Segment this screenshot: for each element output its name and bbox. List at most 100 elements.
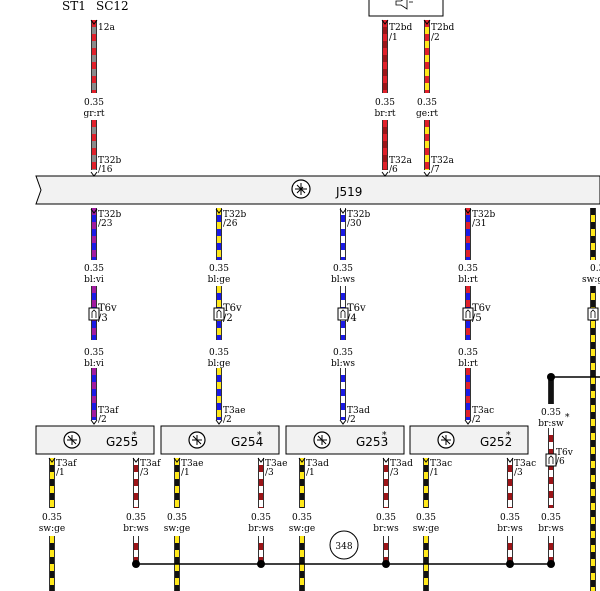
wire-gauge: 0.35 <box>84 264 104 274</box>
connector-label: T3af <box>56 459 77 469</box>
sensor-star: * <box>382 431 387 441</box>
wire-color-code: sw:ge <box>164 524 190 534</box>
connector-pin: /2 <box>223 415 232 425</box>
wire-color-code: br:rt <box>374 109 395 119</box>
wire-gauge: 0.35 <box>167 513 187 523</box>
connector-pin: /23 <box>98 219 113 229</box>
connector-pin: /3 <box>265 468 274 478</box>
wire-color-code: br:sw <box>538 419 564 429</box>
wire-color-code: sw:ge <box>289 524 315 534</box>
j519-unit[interactable]: J519 <box>35 175 600 205</box>
connector-label: T3ad <box>306 459 329 469</box>
connector-label: T32b <box>472 210 495 220</box>
wire-gauge: 0.35 <box>375 98 395 108</box>
connector-pin: /5 <box>472 313 482 324</box>
wire-color-code: bl:vi <box>84 359 104 369</box>
wire-gauge: 0.35 <box>292 513 312 523</box>
pin-arrow-icon <box>464 419 472 425</box>
wire-gauge: 0.35 <box>458 264 478 274</box>
wire-star: * <box>565 413 570 423</box>
connector-label: T32b <box>98 210 121 220</box>
wire-gauge: 0.35 <box>541 513 561 523</box>
wire-color-code: sw:ge <box>39 524 65 534</box>
wire-layer <box>49 20 596 591</box>
connector-pin: /26 <box>223 219 238 229</box>
top-pin-sub: /2 <box>431 33 440 43</box>
ecu-icon-mark <box>295 183 307 195</box>
pin-arrow-icon <box>381 19 389 25</box>
sensor-g253[interactable]: G253* <box>285 425 405 455</box>
wire-color-code: bl:ws <box>331 275 355 285</box>
j519-label: J519 <box>335 185 362 199</box>
connector-pin: /7 <box>431 165 440 175</box>
connector-pin: /3 <box>514 468 523 478</box>
connector-pin: /2 <box>98 415 107 425</box>
wire-color-code: ge:rt <box>416 109 438 119</box>
pin-arrow-icon <box>173 457 181 463</box>
pin-arrow-icon <box>339 208 347 214</box>
connector-pin: /3 <box>390 468 399 478</box>
connector-label: T3ad <box>347 406 370 416</box>
connector-icon <box>337 307 349 321</box>
wire-gauge: 0.35 <box>541 408 561 418</box>
connector-pin: /30 <box>347 219 362 229</box>
pin-arrow-icon <box>215 419 223 425</box>
connector-icon <box>587 307 599 321</box>
sc-label: SC12 <box>96 0 129 13</box>
sensor-star: * <box>257 431 262 441</box>
pin-arrow-icon <box>48 457 56 463</box>
connector-pin: /3 <box>140 468 149 478</box>
connector-label: T3ad <box>390 459 413 469</box>
connector-icon <box>462 307 474 321</box>
wire-color-code: gr:rt <box>83 109 104 119</box>
wire-color-code: br:ws <box>497 524 523 534</box>
wire-gauge: 0.35 <box>84 98 104 108</box>
wire-color-code: br:ws <box>123 524 149 534</box>
wire-gauge: 0.35 <box>209 264 229 274</box>
pin-arrow-icon <box>90 171 98 177</box>
speaker-icon <box>368 0 444 17</box>
connector-label: T32b <box>98 156 121 166</box>
wire-color-code: br:ws <box>373 524 399 534</box>
sensor-g252[interactable]: G252* <box>409 425 529 455</box>
connector-label: T3ae <box>265 459 287 469</box>
sensor-name: G255 <box>106 435 138 449</box>
wire-gauge: 0.35 <box>251 513 271 523</box>
connector-label: T3af <box>98 406 119 416</box>
pin-arrow-icon <box>423 171 431 177</box>
wire-gauge: 0.35 <box>376 513 396 523</box>
connector-label: T32b <box>347 210 370 220</box>
wire-gauge: 0.35 <box>500 513 520 523</box>
connector-icon <box>545 453 557 467</box>
wire-gauge: 0.35 <box>333 264 353 274</box>
connector-pin: /4 <box>347 313 357 324</box>
wire-color-code: sw:ge <box>413 524 439 534</box>
connector-pin: /1 <box>306 468 315 478</box>
pin-arrow-icon <box>506 457 514 463</box>
wire-gauge: 0.35 <box>42 513 62 523</box>
wire-color-code: bl:ge <box>208 275 231 285</box>
connector-pin: /2 <box>472 415 481 425</box>
connector-label: T3ae <box>181 459 203 469</box>
top-pin-label: T2bd <box>389 23 412 33</box>
pin-arrow-icon <box>132 457 140 463</box>
connector-pin: /1 <box>181 468 190 478</box>
sensor-g254[interactable]: G254* <box>160 425 280 455</box>
wire-color-code: bl:ge <box>208 359 231 369</box>
pin-arrow-icon <box>215 208 223 214</box>
pin-arrow-icon <box>298 457 306 463</box>
wire-color-code: bl:rt <box>458 359 478 369</box>
sensor-g255[interactable]: G255* <box>35 425 155 455</box>
ground-point[interactable]: 348 <box>329 530 359 560</box>
wire-color-code: bl:ws <box>331 359 355 369</box>
pin-arrow-icon <box>90 208 98 214</box>
connector-label: T3ac <box>514 459 536 469</box>
connector-pin: /1 <box>430 468 439 478</box>
connector-pin: /2 <box>223 313 233 324</box>
pin-arrow-icon <box>422 457 430 463</box>
sensor-star: * <box>506 431 511 441</box>
connector-pin: /1 <box>56 468 65 478</box>
connector-label: T32a <box>389 156 412 166</box>
connector-label: T6v <box>98 303 117 314</box>
connector-label: T32b <box>223 210 246 220</box>
